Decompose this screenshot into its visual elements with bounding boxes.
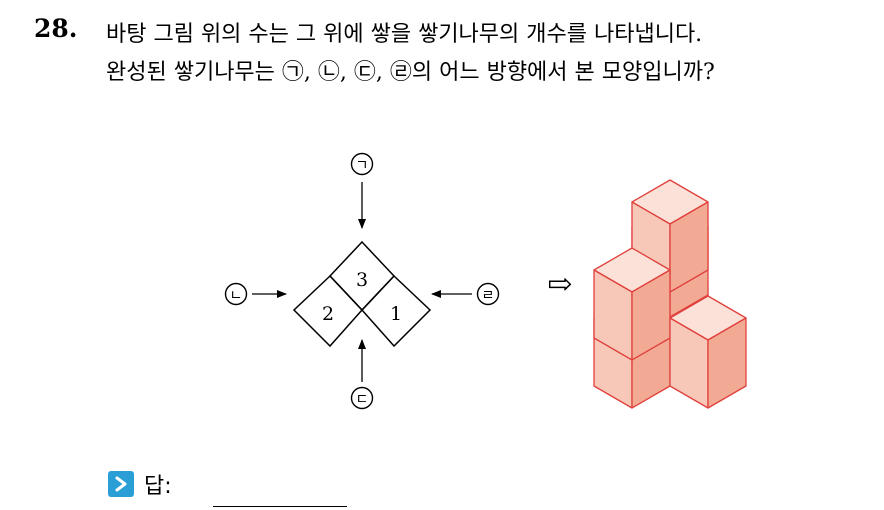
direction-top-label: ㄱ <box>356 158 369 174</box>
answer-row: 답: <box>108 468 172 500</box>
base-cell-right <box>360 274 432 348</box>
question-number: 28. <box>34 14 78 43</box>
base-number-right: 1 <box>390 303 402 325</box>
question-text-line-2: 완성된 쌓기나무는 ㉠, ㉡, ㉢, ㉣의 어느 방향에서 본 모양입니까? <box>106 60 715 85</box>
base-number-back: 3 <box>356 269 368 291</box>
cube <box>669 295 747 409</box>
base-grid <box>292 240 432 348</box>
hollow-arrow-right-icon: ⇨ <box>547 267 572 302</box>
cube <box>593 247 671 361</box>
direction-right-label: ㄹ <box>482 288 495 304</box>
question-text-line-1: 바탕 그림 위의 수는 그 위에 쌓을 쌓기나무의 개수를 나타냅니다. <box>106 22 703 47</box>
direction-top-marker: ㄱ <box>350 152 374 176</box>
chevron-right-icon <box>108 471 134 497</box>
circle-icon <box>350 386 374 410</box>
base-number-left: 2 <box>322 303 334 325</box>
direction-left-label: ㄴ <box>230 288 243 304</box>
direction-bottom-marker: ㄷ <box>350 386 374 410</box>
cube-stack <box>593 179 747 409</box>
answer-blank[interactable] <box>213 506 347 507</box>
base-cell-left <box>292 274 364 348</box>
answer-label: 답: <box>144 474 172 499</box>
direction-bottom-label: ㄷ <box>356 392 369 408</box>
circle-icon <box>476 282 500 306</box>
direction-right-marker: ㄹ <box>476 282 500 306</box>
circle-icon <box>224 282 248 306</box>
circle-icon <box>350 152 374 176</box>
direction-left-marker: ㄴ <box>224 282 248 306</box>
